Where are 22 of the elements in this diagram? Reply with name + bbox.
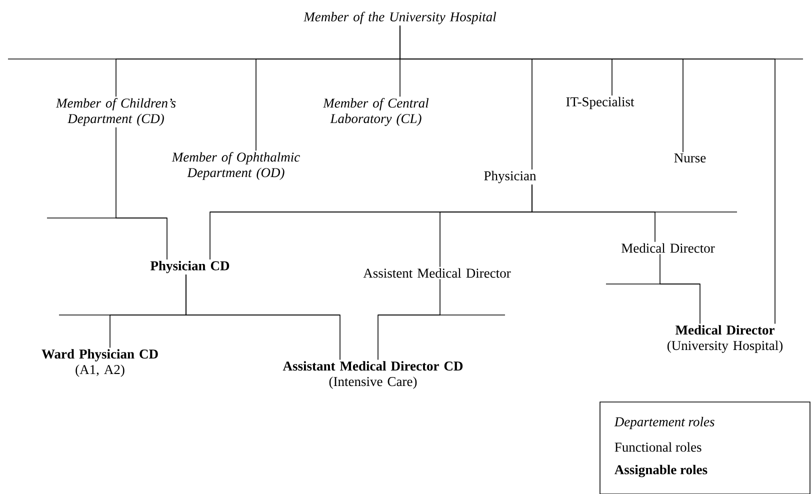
role-label: Nurse bbox=[674, 154, 706, 162]
connector-line bbox=[400, 25, 776, 324]
connector-line bbox=[660, 254, 700, 324]
connector-line bbox=[116, 126, 168, 260]
role-label: Medical Director (University Hospital) bbox=[667, 325, 783, 353]
role-label: Physician CD bbox=[150, 260, 230, 274]
role-label: Medical Director bbox=[622, 243, 715, 253]
role-label: IT-Specialist bbox=[566, 96, 634, 110]
connector-line bbox=[378, 278, 440, 360]
role-label: Ward Physician CD (A1, A2) bbox=[42, 349, 158, 377]
legend-entry: Assignable roles bbox=[614, 464, 708, 478]
legend-entry: Functional roles bbox=[614, 442, 702, 452]
role-label: Member of Children’s Department (CD) bbox=[56, 98, 176, 126]
connector-line bbox=[186, 274, 340, 360]
role-label: Assistant Medical Director CD (Intensive Care) bbox=[282, 361, 463, 389]
role-label: Member of the University Hospital bbox=[304, 12, 496, 24]
role-label: Physician bbox=[484, 170, 536, 184]
role-label: Assistent Medical Director bbox=[363, 268, 511, 278]
role-label: Member of Central Laboratory (CL) bbox=[322, 98, 429, 126]
role-label: Member of Ophthalmic Department (OD) bbox=[172, 152, 300, 180]
legend-entry: Departement roles bbox=[614, 416, 714, 430]
connector-line bbox=[532, 184, 656, 242]
